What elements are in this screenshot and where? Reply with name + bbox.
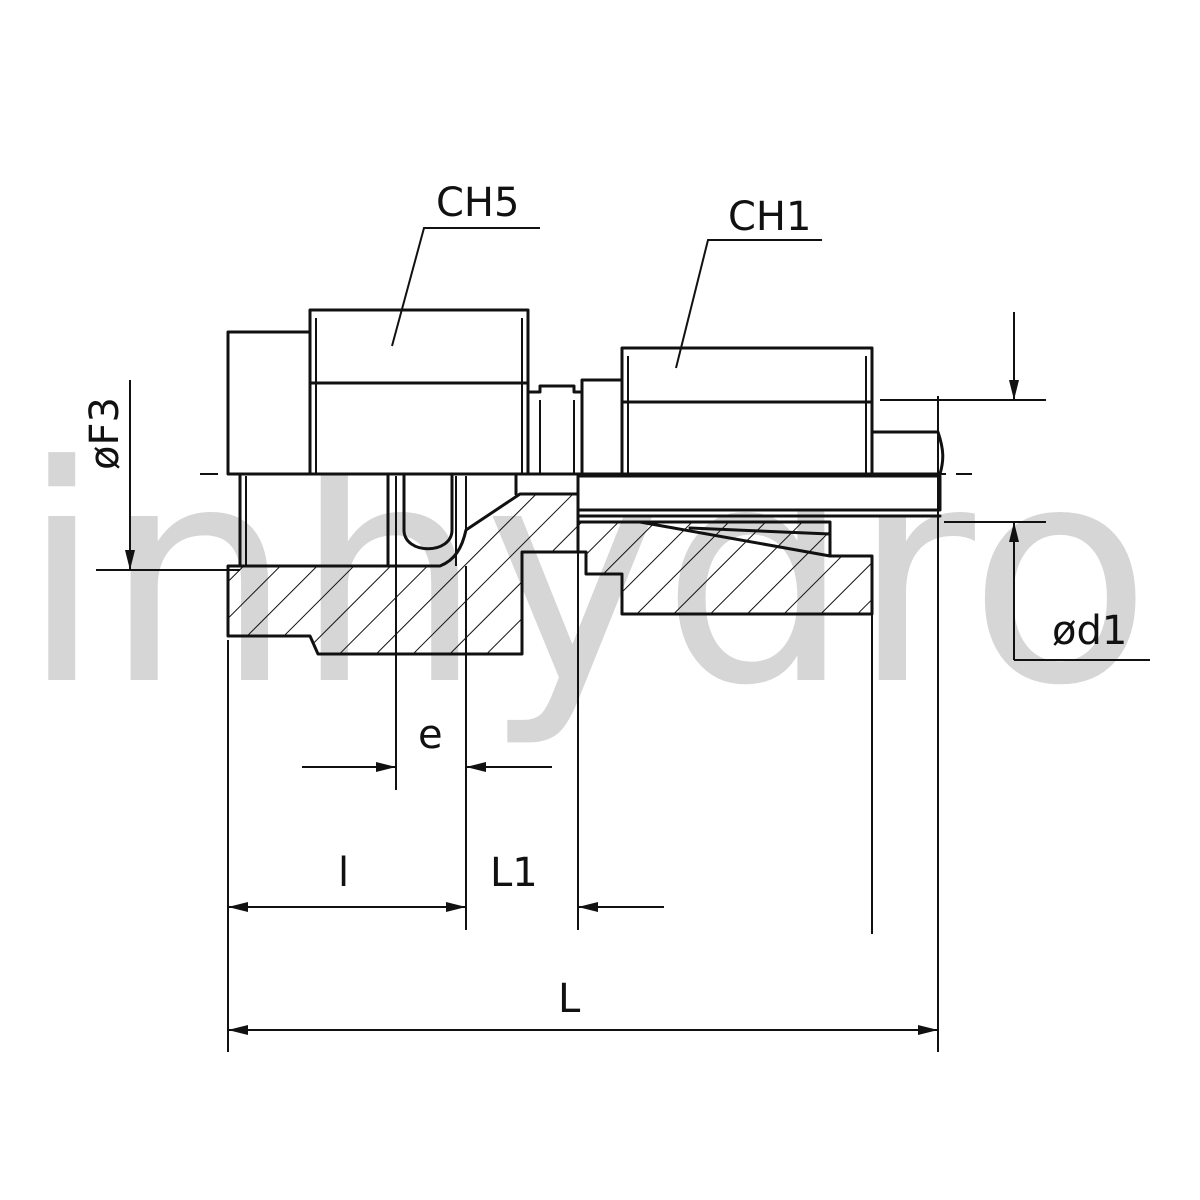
ch1-nut-section: [576, 520, 874, 616]
dimension-lines: [125, 312, 1150, 1035]
left-flange-upper: [226, 330, 312, 476]
label-l1: L1: [490, 850, 538, 896]
label-ch1: CH1: [728, 194, 811, 240]
tube-lower: [576, 474, 942, 512]
ch1-hex-upper: [620, 346, 874, 476]
left-section-body: [226, 492, 580, 656]
label-f3: øF3: [82, 397, 128, 470]
label-d1: ød1: [1052, 608, 1127, 654]
label-ch5: CH5: [436, 180, 519, 226]
tube-upper: [870, 430, 945, 476]
label-e: e: [418, 712, 443, 758]
label-L: L: [558, 976, 581, 1022]
fitting-body: [226, 308, 945, 476]
ch5-leader: [391, 227, 540, 347]
leader-lines: [391, 227, 822, 369]
ch1-leader: [675, 239, 822, 369]
ch5-hex-upper: [308, 308, 530, 476]
extension-lines: [96, 396, 1046, 1052]
label-l: l: [338, 850, 349, 896]
neck-upper: [526, 384, 588, 476]
section-view: [226, 474, 942, 656]
